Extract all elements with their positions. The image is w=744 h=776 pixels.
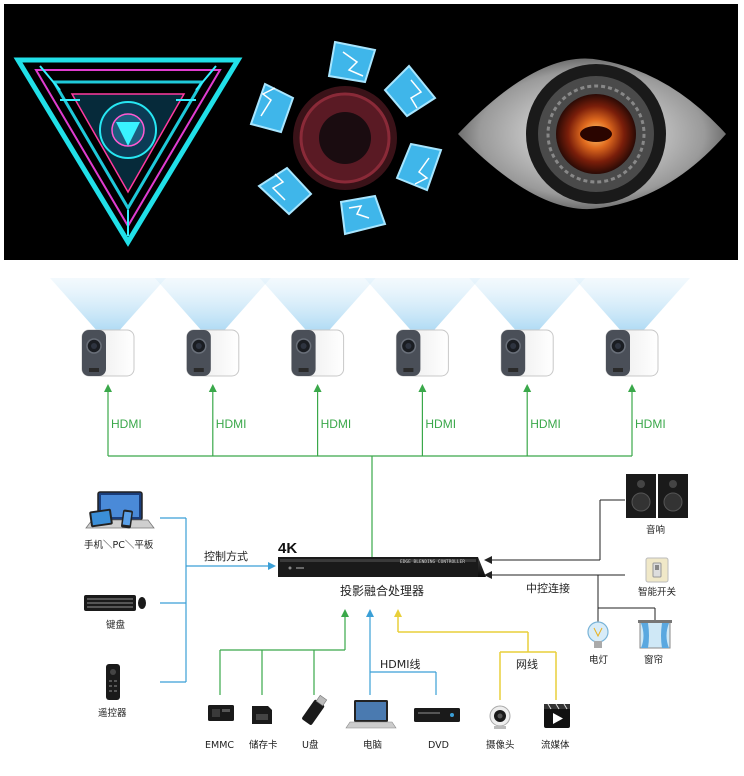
laptop-tablet-phone-icon	[85, 491, 155, 529]
source-net-label: 网线	[516, 657, 538, 671]
processor-brand-text: EDGE BLENDING CONTROLLER	[400, 559, 465, 565]
central-device-label-1: 智能开关	[638, 586, 677, 598]
hdmi-label: HDMI	[530, 417, 561, 431]
processor-label: 投影融合处理器	[340, 583, 424, 598]
hdmi-arrow	[418, 384, 427, 392]
control-device-label-2: 遥控器	[98, 707, 127, 719]
aperture-art	[249, 40, 443, 236]
source-device-label-4: DVD	[428, 740, 449, 751]
hdmi-label: HDMI	[425, 417, 456, 431]
central-device-label-0: 音响	[646, 524, 665, 536]
source-wiring-network	[397, 616, 557, 700]
source-device-label-1: 储存卡	[249, 739, 278, 751]
hdmi-wiring	[107, 392, 633, 557]
light-bulb-icon	[587, 621, 609, 648]
projection-beam	[259, 278, 376, 332]
projection-beam	[574, 278, 690, 332]
source-wiring-hdmi	[369, 616, 437, 695]
sd-card-icon	[252, 706, 272, 724]
control-device-label-1: 键盘	[106, 619, 126, 631]
edge-blending-processor: 4K EDGE BLENDING CONTROLLER 投影融合处理器	[278, 540, 486, 598]
hdmi-label: HDMI	[635, 417, 666, 431]
control-wiring	[160, 517, 270, 683]
dvd-player-icon	[414, 708, 460, 722]
curtain-icon	[638, 620, 672, 649]
smart-switch-icon	[645, 557, 669, 583]
control-arrow	[268, 562, 276, 570]
emmc-chip-icon	[208, 705, 234, 721]
triangle-art	[13, 57, 243, 247]
hdmi-source-arrow	[366, 609, 374, 617]
projection-beams	[50, 278, 690, 332]
hdmi-label: HDMI	[321, 417, 352, 431]
hdmi-label: HDMI	[216, 417, 247, 431]
network-arrow	[394, 609, 402, 617]
source-devices: EMMC 储存卡 U盘 电脑 DVD	[205, 694, 570, 751]
control-method-label: 控制方式	[204, 549, 248, 563]
central-link-label: 中控连接	[526, 581, 570, 595]
hdmi-labels: HDMI HDMI HDMI HDMI HDMI HDMI	[104, 384, 666, 431]
laptop-icon	[345, 700, 397, 729]
processor-4k-badge: 4K	[278, 540, 297, 557]
hdmi-arrow	[104, 384, 112, 392]
projector-icon	[291, 329, 345, 377]
projection-beam	[364, 278, 481, 332]
source-hdmi-label: HDMI线	[380, 657, 420, 671]
camera-icon	[489, 705, 511, 729]
projector-icon	[395, 329, 449, 377]
projection-beam	[50, 278, 166, 332]
central-device-label-2: 电灯	[589, 654, 609, 666]
source-wiring-storage	[219, 616, 346, 695]
streaming-icon	[544, 703, 570, 728]
remote-control-icon	[106, 664, 120, 700]
speaker-icon	[626, 474, 688, 518]
central-device-label-3: 窗帘	[644, 654, 663, 666]
hdmi-label: HDMI	[111, 417, 142, 431]
central-wiring	[490, 499, 656, 622]
source-device-label-0: EMMC	[205, 740, 234, 751]
eye-art	[458, 58, 726, 210]
source-device-label-2: U盘	[302, 739, 319, 751]
projector-icon	[81, 329, 135, 377]
central-arrow-1	[484, 556, 492, 564]
hdmi-arrow	[628, 384, 636, 392]
projector-row	[81, 329, 659, 377]
storage-arrow	[341, 609, 349, 617]
central-arrow-2	[484, 571, 492, 579]
source-device-label-3: 电脑	[363, 739, 382, 751]
source-device-label-6: 流媒体	[541, 739, 570, 751]
hdmi-arrow	[523, 384, 532, 392]
hdmi-arrow	[208, 384, 217, 392]
keyboard-mouse-icon	[84, 595, 146, 611]
control-devices: 手机＼PC＼平板 键盘 遥控器	[84, 491, 155, 719]
projector-icon	[186, 329, 240, 377]
control-device-label-0: 手机＼PC＼平板	[84, 539, 154, 551]
projector-icon	[500, 329, 554, 377]
usb-drive-icon	[302, 694, 328, 725]
projection-beam	[469, 278, 586, 332]
projector-icon	[605, 329, 659, 377]
banner	[4, 4, 738, 260]
source-device-label-5: 摄像头	[486, 739, 515, 751]
central-devices: 音响 智能开关 电灯 窗帘	[587, 474, 688, 666]
hdmi-arrow	[313, 384, 322, 392]
projection-beam	[154, 278, 271, 332]
